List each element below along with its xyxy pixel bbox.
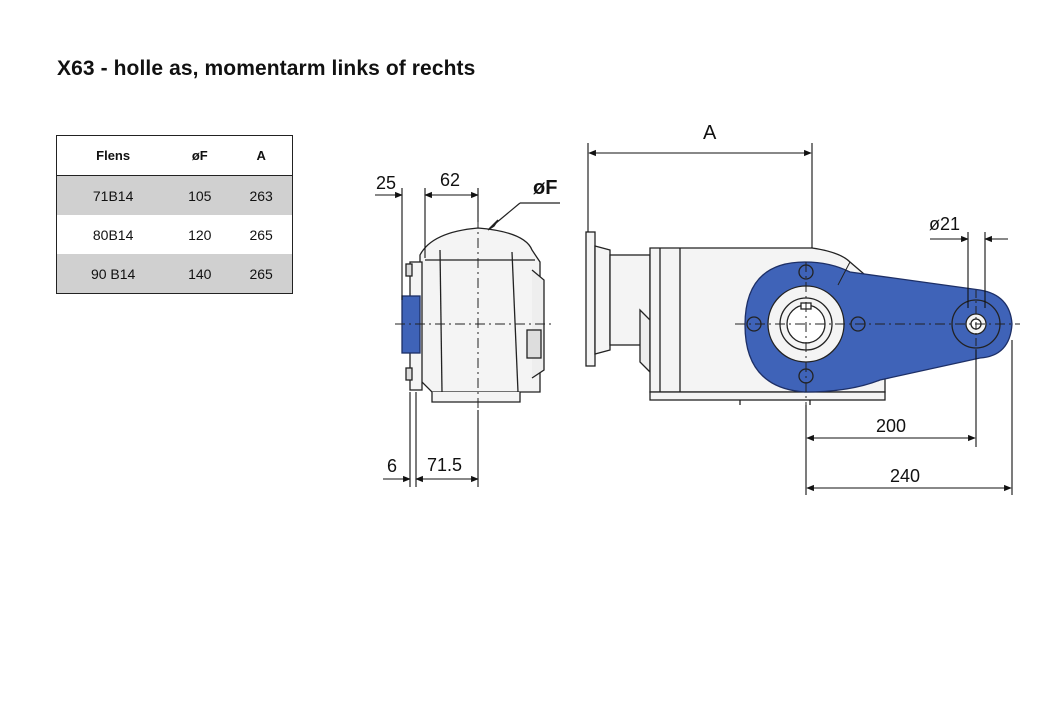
cell-a: 263 bbox=[230, 175, 293, 215]
table-header-row: Flens øF A bbox=[56, 135, 293, 176]
cell-a: 265 bbox=[230, 215, 293, 254]
table-row: 80B14 120 265 bbox=[56, 215, 293, 254]
dim-25-label: 25 bbox=[376, 173, 396, 193]
page-title: X63 - holle as, momentarm links of recht… bbox=[57, 57, 476, 80]
cell-flens: 71B14 bbox=[56, 175, 170, 215]
table-row: 71B14 105 263 bbox=[56, 175, 293, 215]
cell-flens: 90 B14 bbox=[56, 254, 170, 294]
cell-of: 120 bbox=[169, 215, 231, 254]
dim-200-label: 200 bbox=[876, 416, 906, 436]
side-view-housing bbox=[419, 227, 541, 393]
cell-flens: 80B14 bbox=[56, 215, 170, 254]
dim-o21-label: ø21 bbox=[929, 214, 960, 234]
column-header-a: A bbox=[230, 135, 293, 176]
front-view bbox=[585, 231, 1020, 410]
side-view-dimensions bbox=[375, 188, 479, 487]
front-view-dimensions bbox=[587, 143, 1013, 495]
cell-of: 105 bbox=[169, 175, 231, 215]
dim-62-label: 62 bbox=[440, 170, 460, 190]
column-header-flens: Flens bbox=[56, 135, 170, 176]
dim-71-5-label: 71.5 bbox=[427, 455, 462, 475]
cell-of: 140 bbox=[169, 254, 231, 294]
dim-a-label: A bbox=[703, 122, 717, 144]
dim-of-label: øF bbox=[533, 177, 557, 199]
flange-table: Flens øF A 71B14 105 263 80B14 120 265 9… bbox=[56, 135, 293, 294]
table-row: 90 B14 140 265 bbox=[56, 254, 293, 294]
column-header-of: øF bbox=[169, 135, 231, 176]
front-view-flange bbox=[585, 231, 596, 367]
side-view bbox=[395, 202, 560, 410]
dim-240-label: 240 bbox=[890, 466, 920, 486]
dim-6-label: 6 bbox=[387, 456, 397, 476]
cell-a: 265 bbox=[230, 254, 293, 294]
